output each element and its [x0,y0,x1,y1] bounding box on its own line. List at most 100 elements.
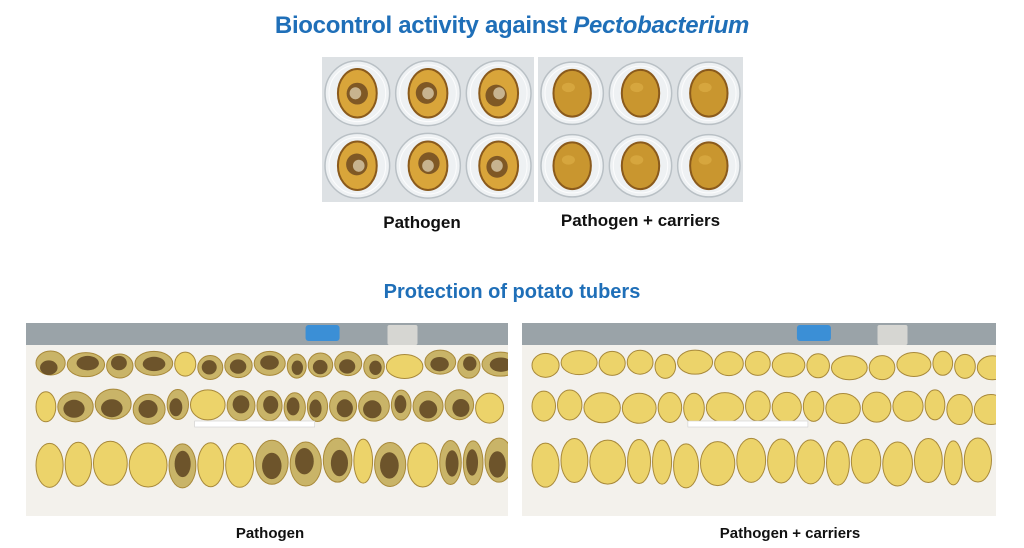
tuber-half [882,441,913,487]
tuber-half [225,442,255,488]
petri-dishes-image [322,57,534,202]
rot-spot [380,452,399,479]
tuber-half [621,392,657,424]
rot-spot [286,397,300,416]
rot-spot [466,449,479,476]
tuber-half [531,390,557,422]
tuber-half [744,350,771,376]
tuber-half [385,353,424,379]
label-strip [687,420,809,428]
tuber-half [705,392,745,424]
tuber-half [954,353,976,379]
slice-highlight [561,82,575,93]
rot-spot [312,359,328,375]
petri-dish-rim [328,64,387,123]
tuber-half [714,351,744,377]
potato-slice [689,68,729,118]
potato-slice [552,141,592,191]
tuber-half [826,440,850,486]
petri-dish-rim [469,136,528,195]
tuber-half [627,438,652,484]
potato-tubers-image [522,323,996,516]
section-title-biocontrol: Biocontrol activity against Pectobacteri… [0,12,1024,40]
rot-spot [260,355,279,370]
tuber-half [589,439,627,485]
rot-spot [394,395,407,414]
tuber-half [976,355,996,381]
tuber-half [654,353,677,379]
tuber-half [771,391,802,423]
rot-spot [229,359,247,374]
rot-spot [111,355,127,371]
rot-lesion-center [491,159,503,172]
rot-spot [291,360,303,375]
rot-spot [101,399,123,418]
potato-slice [552,68,592,118]
petri-dish-rim [681,65,737,121]
rot-spot [339,359,356,374]
tuber-half [913,438,943,484]
rot-lesion-center [422,87,434,100]
potato-slice [689,141,729,191]
tuber-half [825,392,861,424]
caption-top-carriers: Pathogen + carriers [560,211,721,230]
rot-spot [169,398,183,417]
lab-device [877,325,908,345]
rot-spot [489,357,508,372]
caption-bottom-pathogen: Pathogen [235,525,305,542]
rot-spot [40,360,58,375]
tuber-half [771,352,806,378]
tuber-half [806,353,830,379]
rot-spot [452,398,470,417]
potato-slice [620,141,661,191]
caption-top-pathogen: Pathogen [383,213,461,232]
tuber-half [35,391,57,423]
rot-spot [419,400,438,419]
tuber-half [943,440,963,486]
tuber-half [963,437,992,483]
tuber-half [796,439,826,485]
petri-dish-rim [544,138,600,194]
petri-dishes-image [538,57,743,202]
tuber-half [128,442,168,488]
tuber-half [861,391,892,423]
rot-spot [369,360,382,376]
tuber-half [531,442,560,488]
lab-equipment-strip [26,323,508,345]
rot-spot [463,356,477,371]
rot-spot [430,356,449,372]
rot-spot [63,399,85,418]
slice-highlight [630,155,644,165]
rot-spot [201,360,217,375]
potato-tubers-image [26,323,508,516]
title-italic-genus: Pectobacterium [573,12,750,39]
tuber-half [92,440,128,486]
tuber-half [892,390,924,422]
rot-lesion-center [493,87,505,100]
section-title-protection: Protection of potato tubers [383,281,641,303]
tuber-half [673,443,700,489]
tuber-half [560,438,589,484]
tuber-half [657,392,683,424]
rot-spot [445,450,459,477]
tuber-half [830,355,868,381]
petri-dish-rim [328,136,387,195]
caption-bottom-carriers: Pathogen + carriers [719,525,861,542]
rot-lesion-center [349,87,362,100]
tuber-half [531,352,560,378]
slice-highlight [561,155,575,165]
petri-dish-rim [612,138,669,194]
lab-device [305,325,340,341]
tuber-half [850,438,882,484]
tuber-half [700,441,736,487]
tuber-half [767,438,796,484]
petri-dish-rim [544,65,600,121]
petri-dish-rim [399,136,457,195]
tuber-half [626,349,654,375]
tuber-half [924,389,946,421]
rot-spot [309,399,322,418]
lab-equipment-strip [522,323,996,345]
tuber-half [973,394,996,426]
tuber-half [745,390,771,422]
tuber-half [868,355,896,381]
